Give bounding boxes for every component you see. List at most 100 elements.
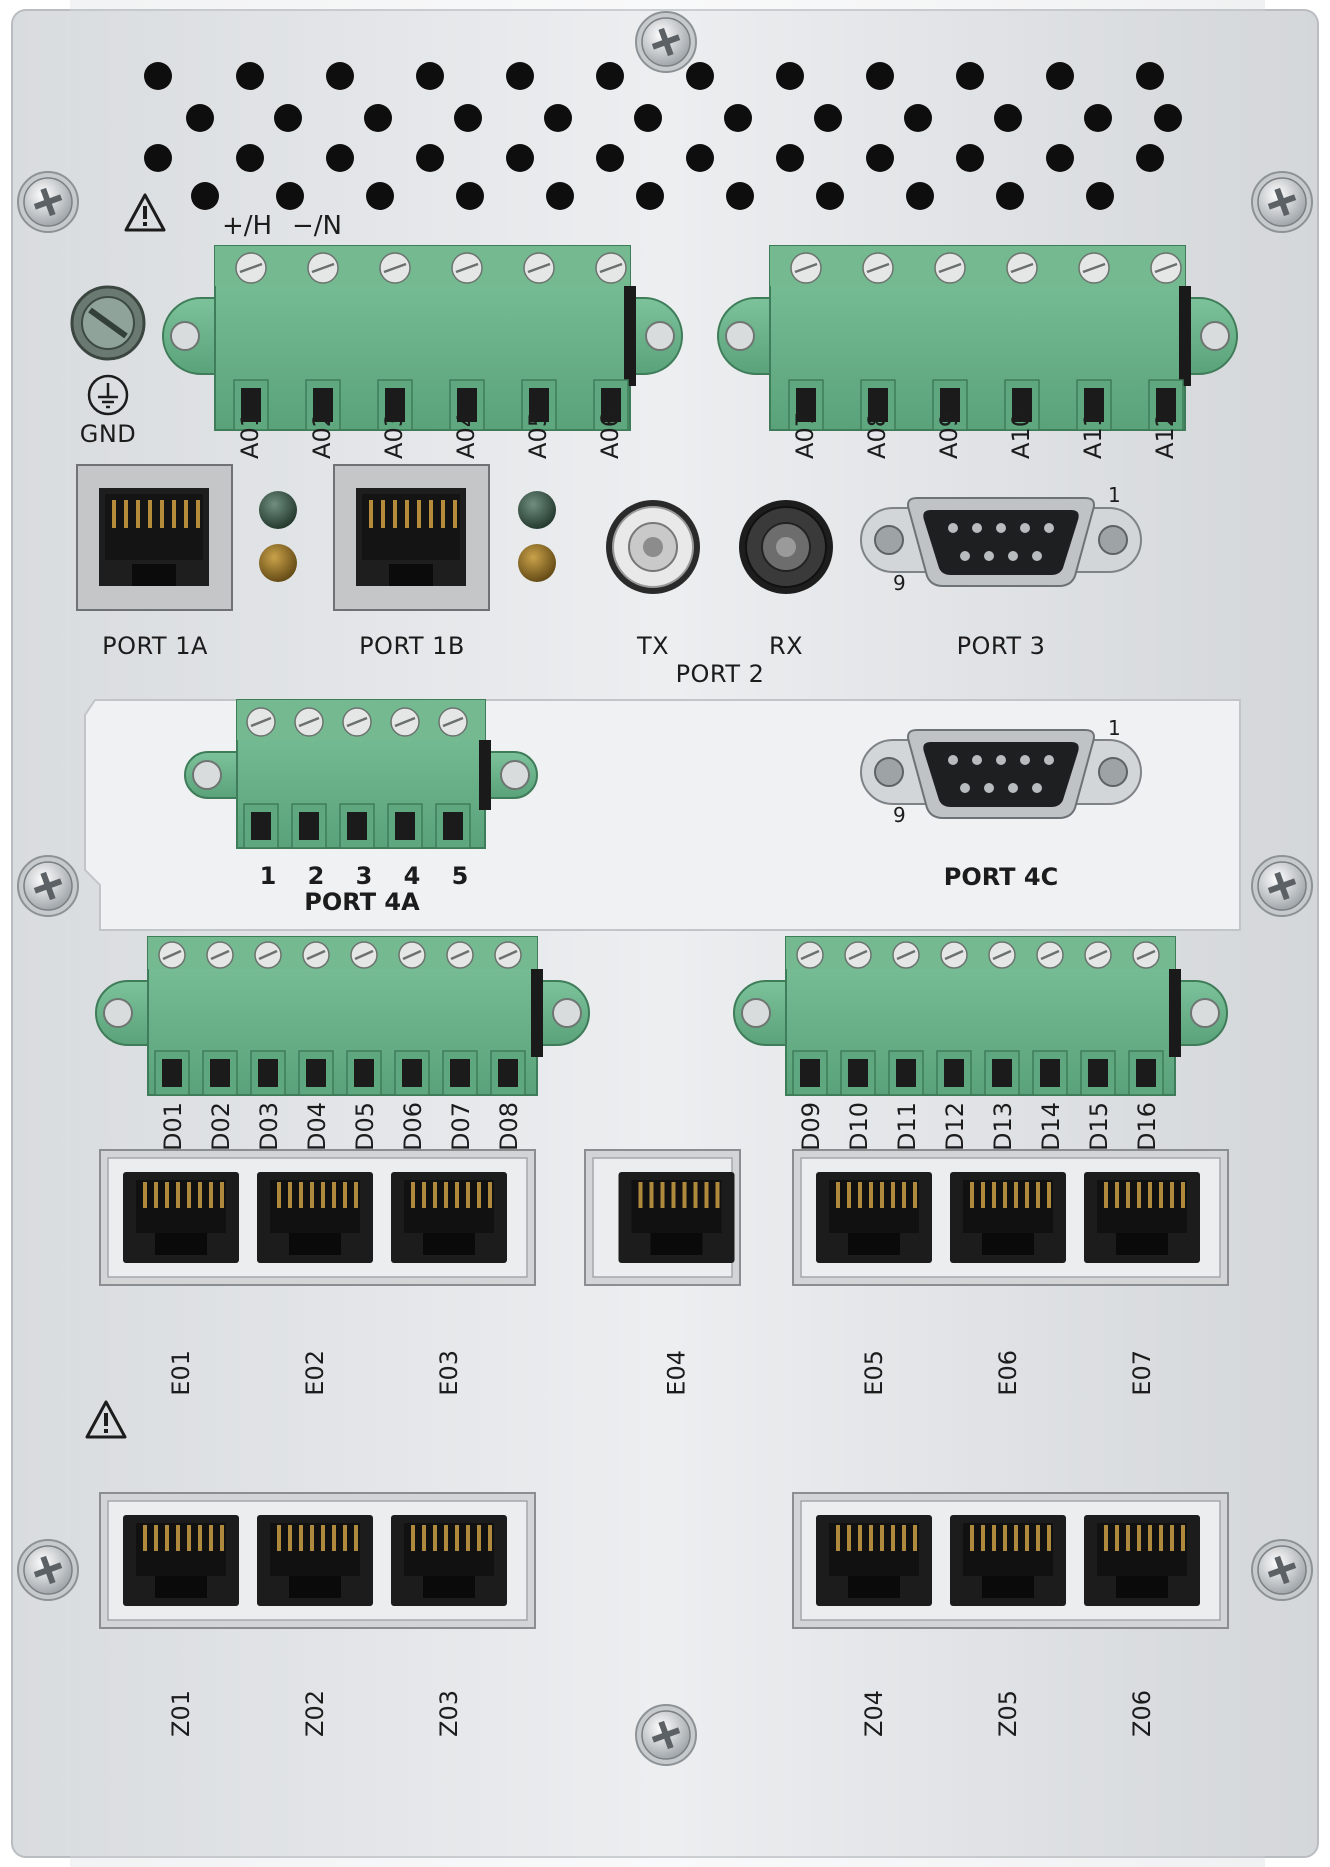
ethernet-label-e06: E06 [994, 1350, 1022, 1396]
wire-entry[interactable] [896, 1059, 916, 1087]
port2-rx-connector[interactable] [739, 500, 833, 594]
phillips-screw-icon [1251, 1539, 1313, 1601]
phillips-screw-icon [17, 855, 79, 917]
wire-entry[interactable] [601, 388, 621, 422]
vent-hole [544, 104, 572, 132]
vent-hole [956, 62, 984, 90]
terminal-block-d01-d08[interactable] [95, 936, 590, 1096]
mounting-screws [17, 11, 1313, 1766]
phillips-screw-icon [1251, 171, 1313, 233]
vent-hole [236, 62, 264, 90]
wire-entry[interactable] [529, 388, 549, 422]
phillips-screw-icon [17, 1539, 79, 1601]
port1a-activity-led [259, 544, 297, 582]
gnd-label: GND [80, 420, 137, 448]
wire-entry[interactable] [457, 388, 477, 422]
phillips-screw-icon [17, 171, 79, 233]
phillips-screw-icon [1251, 855, 1313, 917]
wire-entry[interactable] [354, 1059, 374, 1087]
ethernet-label-z01: Z01 [167, 1690, 195, 1737]
terminal-block-a07-a12[interactable] [717, 245, 1238, 431]
wire-entry[interactable] [210, 1059, 230, 1087]
wire-entry[interactable] [848, 1059, 868, 1087]
wire-entry[interactable] [395, 812, 415, 840]
wire-entry[interactable] [299, 812, 319, 840]
ground-stud[interactable] [70, 285, 146, 361]
wire-entry[interactable] [1040, 1059, 1060, 1087]
terminal-block-a01-a06[interactable] [162, 245, 683, 431]
rj45-port[interactable] [391, 1172, 507, 1263]
port4c-db9-connector[interactable] [860, 729, 1142, 819]
wire-entry[interactable] [450, 1059, 470, 1087]
ethernet-label-e04: E04 [663, 1350, 691, 1396]
rj45-port[interactable] [123, 1515, 239, 1606]
vent-hole [956, 144, 984, 172]
terminal-label-a04: A04 [452, 412, 480, 459]
vent-hole [1046, 144, 1074, 172]
wire-entry[interactable] [162, 1059, 182, 1087]
ethernet-group-e01-e03 [99, 1149, 536, 1286]
db9-pin [1020, 755, 1030, 765]
terminal-label-d07: D07 [447, 1102, 475, 1151]
terminal-label-d05: D05 [351, 1102, 379, 1151]
port1b-rj45[interactable] [356, 488, 466, 586]
terminal-label-d14: D14 [1037, 1102, 1065, 1151]
wire-entry[interactable] [944, 1059, 964, 1087]
wire-entry[interactable] [313, 388, 333, 422]
vent-hole [726, 182, 754, 210]
rj45-port[interactable] [1084, 1172, 1200, 1263]
wire-entry[interactable] [251, 812, 271, 840]
terminal-label-d01: D01 [159, 1102, 187, 1151]
vent-hole [506, 62, 534, 90]
wire-entry[interactable] [258, 1059, 278, 1087]
wire-entry[interactable] [1088, 1059, 1108, 1087]
port4a-terminal-block[interactable] [184, 699, 538, 849]
vent-hole [1086, 182, 1114, 210]
wire-entry[interactable] [306, 1059, 326, 1087]
port1a-rj45[interactable] [99, 488, 209, 586]
wire-entry[interactable] [796, 388, 816, 422]
ethernet-group-z01-z03 [99, 1492, 536, 1629]
wire-entry[interactable] [940, 388, 960, 422]
rj45-port[interactable] [816, 1172, 932, 1263]
terminal-label-a08: A08 [863, 412, 891, 459]
vent-hole [1084, 104, 1112, 132]
wire-entry[interactable] [1156, 388, 1176, 422]
rj45-port[interactable] [123, 1172, 239, 1263]
db9-pin [1044, 755, 1054, 765]
terminal-label-d10: D10 [845, 1102, 873, 1151]
rj45-port[interactable] [257, 1515, 373, 1606]
wire-entry[interactable] [402, 1059, 422, 1087]
wire-entry[interactable] [443, 812, 463, 840]
wire-entry[interactable] [498, 1059, 518, 1087]
wire-entry[interactable] [1136, 1059, 1156, 1087]
wire-entry[interactable] [385, 388, 405, 422]
db9-pin [1008, 551, 1018, 561]
rj45-port[interactable] [950, 1172, 1066, 1263]
port2-tx-connector[interactable] [606, 500, 700, 594]
wire-entry[interactable] [1084, 388, 1104, 422]
vent-hole [994, 104, 1022, 132]
rj45-port[interactable] [1084, 1515, 1200, 1606]
ethernet-label-z05: Z05 [994, 1690, 1022, 1737]
vent-hole [236, 144, 264, 172]
wire-entry[interactable] [1012, 388, 1032, 422]
wire-entry[interactable] [347, 812, 367, 840]
terminal-block-d09-d16[interactable] [733, 936, 1228, 1096]
port3-db9-connector[interactable] [860, 497, 1142, 587]
rj45-port[interactable] [618, 1172, 735, 1263]
terminal-label-a02: A02 [308, 412, 336, 459]
rj45-port[interactable] [816, 1515, 932, 1606]
vent-hole [276, 182, 304, 210]
rj45-port[interactable] [391, 1515, 507, 1606]
db9-pin [972, 755, 982, 765]
rj45-port[interactable] [950, 1515, 1066, 1606]
wire-entry[interactable] [800, 1059, 820, 1087]
wire-entry[interactable] [992, 1059, 1012, 1087]
vent-hole [144, 144, 172, 172]
port4a-pin-label: 4 [404, 862, 421, 890]
vent-hole [1136, 62, 1164, 90]
wire-entry[interactable] [868, 388, 888, 422]
wire-entry[interactable] [241, 388, 261, 422]
rj45-port[interactable] [257, 1172, 373, 1263]
